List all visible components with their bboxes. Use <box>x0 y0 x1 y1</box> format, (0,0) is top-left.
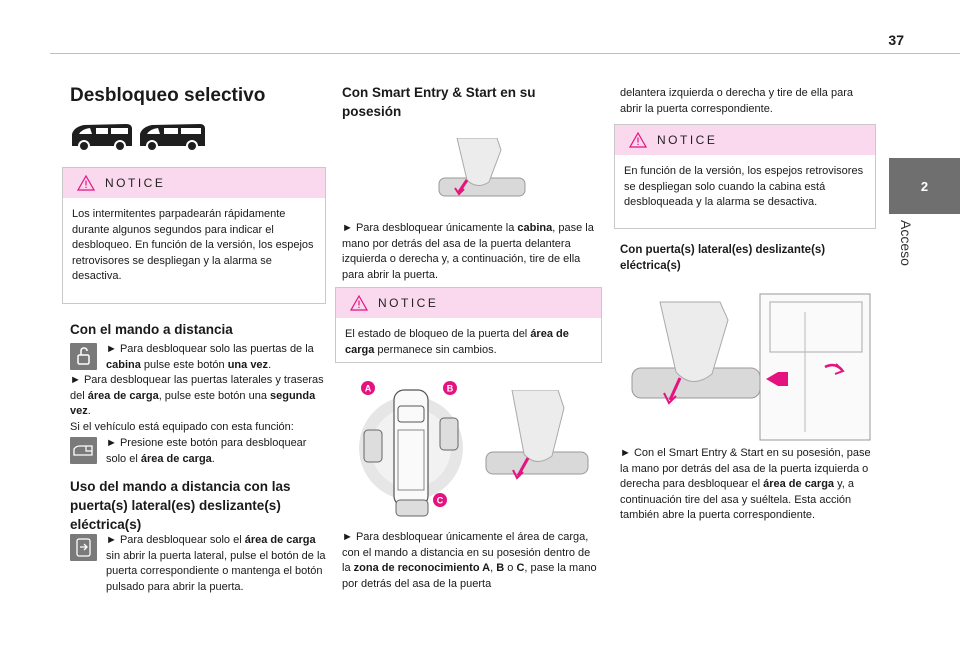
notice-label: NOTICE <box>657 133 718 147</box>
continued-paragraph: delantera izquierda o derecha y tire de … <box>620 87 853 115</box>
recognition-zones-diagram: A B C <box>359 381 463 517</box>
page-number: 37 <box>888 32 904 48</box>
notice-text: En función de la versión, los espejos re… <box>624 165 864 209</box>
zone-a-label: A <box>365 384 372 394</box>
remote-paragraph-2: ► Para desbloquear las puertas laterales… <box>70 374 324 418</box>
zone-b-label: B <box>447 384 454 394</box>
van-icons <box>72 124 205 152</box>
notice-box-1: NOTICE Los intermitentes parpadearán ráp… <box>62 167 326 304</box>
warning-icon <box>77 175 95 191</box>
section-heading-smart-entry: Con Smart Entry & Start en su posesión <box>342 85 536 119</box>
zone-c-label: C <box>437 496 444 506</box>
page-title: Desbloqueo selectivo <box>70 85 266 106</box>
warning-icon <box>350 295 368 311</box>
notice-label: NOTICE <box>378 296 439 310</box>
sliding-door-illustration <box>631 293 871 441</box>
smart-entry-paragraph-2: ► Para desbloquear únicamente el área de… <box>342 531 597 590</box>
notice-box-3: NOTICE En función de la versión, los esp… <box>614 124 876 229</box>
cargo-unlock-button-icon <box>70 437 97 464</box>
remote-paragraph-4: ► Presione este botón para desbloquear s… <box>106 437 307 465</box>
section-label: Acceso <box>898 220 914 266</box>
section-heading-sliding: Uso del mando a distancia con las puerta… <box>70 479 291 532</box>
unlock-button-icon <box>70 343 97 370</box>
section-heading-remote: Con el mando a distancia <box>70 322 233 337</box>
smart-entry-paragraph-1: ► Para desbloquear únicamente la cabina,… <box>342 222 594 281</box>
zone-a-badge <box>361 381 375 395</box>
sliding-paragraph: ► Para desbloquear solo el área de carga… <box>106 534 326 593</box>
remote-paragraph-3: Si el vehículo está equipado con esta fu… <box>70 421 294 433</box>
warning-icon <box>629 132 647 148</box>
header-rule <box>50 53 960 54</box>
section-tab[interactable]: 2 <box>889 158 960 214</box>
notice-text: Los intermitentes parpadearán rápidament… <box>72 208 314 283</box>
section-heading-electric-sliding: Con puerta(s) lateral(es) deslizante(s) … <box>620 244 826 272</box>
sliding-door-button-icon <box>70 534 97 561</box>
hand-handle-illustration-1 <box>438 138 526 197</box>
zone-c-badge <box>433 493 447 507</box>
notice-box-2: NOTICE El estado de bloqueo de la puerta… <box>335 287 602 363</box>
notice-text: El estado de bloqueo de la puerta del ár… <box>345 328 569 356</box>
notice-label: NOTICE <box>105 176 166 190</box>
electric-sliding-paragraph: ► Con el Smart Entry & Start en su poses… <box>620 447 871 522</box>
zone-b-badge <box>443 381 457 395</box>
hand-handle-illustration-2 <box>485 390 589 480</box>
remote-paragraph-1: ► Para desbloquear solo las puertas de l… <box>106 343 314 371</box>
